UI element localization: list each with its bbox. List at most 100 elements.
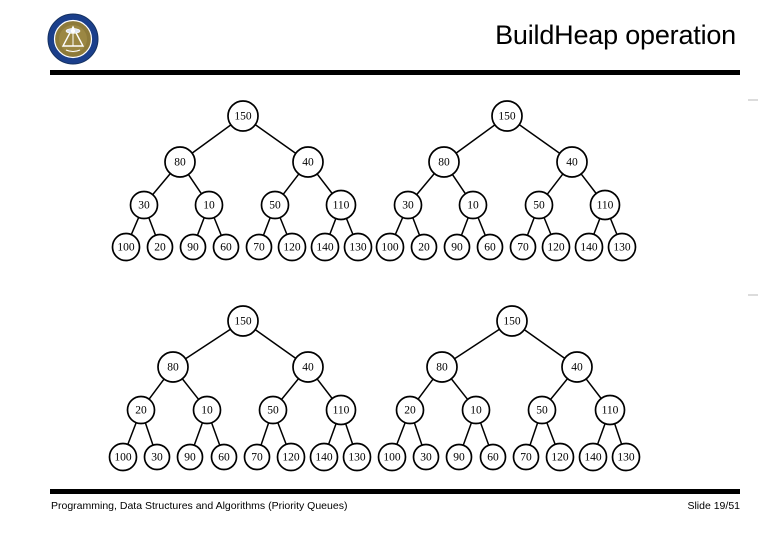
- tree-node-label: 50: [533, 200, 545, 212]
- tree-node-label: 150: [498, 111, 516, 123]
- tree-node-circle: [479, 443, 507, 471]
- tree-node-label: 10: [203, 200, 215, 212]
- tree-edge: [585, 378, 602, 399]
- footer-divider: [50, 489, 740, 494]
- tree-edge: [185, 328, 231, 360]
- tree-edge: [412, 217, 421, 236]
- tree-node-circle: [578, 442, 608, 472]
- tree-edge: [196, 217, 205, 236]
- tree-edge: [580, 173, 597, 194]
- tree-node-label: 90: [451, 242, 463, 254]
- tree-node: 70: [243, 443, 271, 471]
- tree-node-circle: [276, 442, 306, 472]
- tree-node: 10: [194, 190, 224, 220]
- tree-edge: [193, 422, 204, 446]
- tree-node-label: 60: [220, 242, 232, 254]
- tree-node-label: 70: [517, 242, 529, 254]
- tree-node-circle: [561, 351, 593, 383]
- tree-node: 150: [227, 305, 259, 337]
- tree-node-circle: [325, 394, 357, 426]
- tree-node: 50: [527, 395, 557, 425]
- tree-node-label: 70: [520, 452, 532, 464]
- tree-edge: [609, 218, 618, 235]
- tree-node: 130: [342, 442, 372, 472]
- tree-node-label: 80: [167, 362, 179, 374]
- tree-edge: [417, 378, 434, 400]
- tree-node-circle: [111, 232, 141, 262]
- tree-edge: [460, 217, 469, 236]
- tree-node-label: 20: [135, 405, 147, 417]
- tree-node-label: 150: [234, 111, 252, 123]
- tree-node-circle: [527, 395, 557, 425]
- tree-edge: [593, 218, 601, 235]
- tree-node-label: 100: [383, 452, 401, 464]
- tree-node-label: 110: [602, 405, 619, 417]
- tree-edge: [277, 422, 287, 445]
- tree-node-label: 60: [487, 452, 499, 464]
- tree-node: 30: [143, 443, 171, 471]
- tree-node-label: 120: [547, 242, 565, 254]
- tree-node: 140: [310, 232, 340, 262]
- tree-edge: [543, 217, 552, 235]
- tree-edge: [282, 173, 300, 195]
- tree-node-circle: [512, 443, 540, 471]
- tree-node-label: 20: [154, 242, 166, 254]
- tree-node-label: 60: [484, 242, 496, 254]
- tree-node: 120: [277, 232, 307, 262]
- tree-node: 20: [395, 395, 425, 425]
- footer-slide-number: Slide 19/51: [687, 500, 740, 512]
- tree-node: 120: [545, 442, 575, 472]
- tree-edge: [396, 422, 406, 445]
- tree-node-label: 70: [251, 452, 263, 464]
- tree-node-label: 100: [114, 452, 132, 464]
- tree-node: 60: [476, 233, 504, 261]
- tree-edge: [546, 422, 556, 445]
- tree-node: 40: [556, 146, 588, 178]
- tree-node: 90: [445, 443, 473, 471]
- tree-node: 150: [491, 100, 523, 132]
- tree-node-circle: [589, 189, 621, 221]
- tree-node-circle: [342, 442, 372, 472]
- tree-node-circle: [129, 190, 159, 220]
- tree-node-circle: [574, 232, 604, 262]
- tree-edge: [279, 217, 288, 235]
- tree-edge: [549, 378, 569, 401]
- tree-node: 130: [611, 442, 641, 472]
- footer-course-label: Programming, Data Structures and Algorit…: [51, 500, 348, 512]
- tree-node-circle: [443, 233, 471, 261]
- tree-node: 130: [343, 232, 373, 262]
- tree-node-circle: [607, 232, 637, 262]
- tree-edge: [344, 423, 354, 445]
- tree-node: 110: [594, 394, 626, 426]
- tree-node: 20: [410, 233, 438, 261]
- title-divider: [50, 70, 740, 75]
- tree-node-circle: [426, 351, 458, 383]
- tree-node-label: 100: [117, 242, 135, 254]
- tree-edge: [262, 217, 271, 236]
- tree-node-circle: [458, 190, 488, 220]
- tree-edge: [526, 217, 535, 236]
- tree-node-circle: [164, 146, 196, 178]
- tree-node: 10: [192, 395, 222, 425]
- tree-node-circle: [292, 351, 324, 383]
- tree-node: 120: [541, 232, 571, 262]
- tree-edge: [260, 422, 270, 446]
- tree-node: 70: [245, 233, 273, 261]
- tree-node: 10: [461, 395, 491, 425]
- tree-node: 130: [607, 232, 637, 262]
- tree-node-label: 150: [234, 316, 252, 328]
- tree-node-circle: [258, 395, 288, 425]
- tree-node-circle: [146, 233, 174, 261]
- tree-edge: [477, 217, 487, 236]
- tree-node-circle: [343, 232, 373, 262]
- page-title: BuildHeap operation: [495, 20, 736, 50]
- tree-node-label: 40: [566, 157, 578, 169]
- tree-node-circle: [310, 232, 340, 262]
- tree-node: 80: [157, 351, 189, 383]
- tree-node-circle: [309, 442, 339, 472]
- tree-node-circle: [212, 233, 240, 261]
- tree-edge: [523, 329, 566, 359]
- tree-node-circle: [176, 443, 204, 471]
